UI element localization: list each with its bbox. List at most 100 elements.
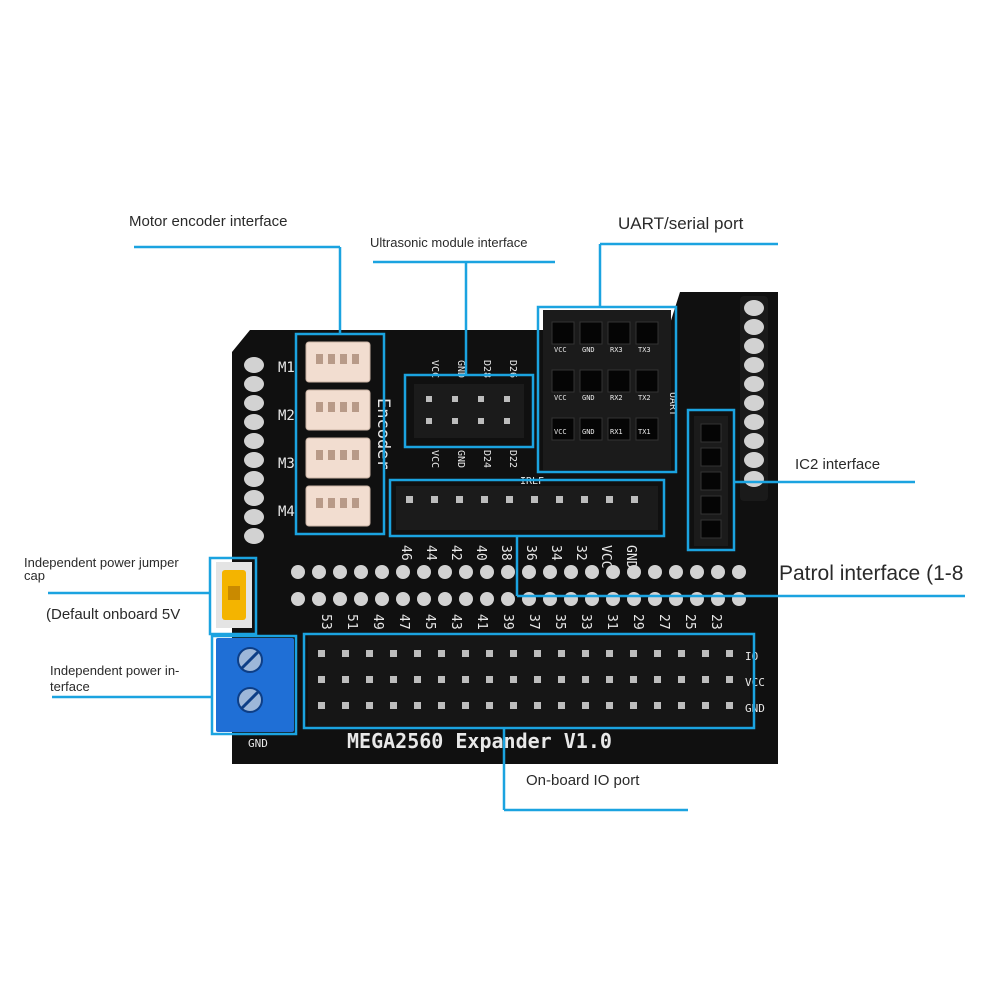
uart-callout: UART/serial port (618, 214, 744, 233)
right-edge-pins (744, 300, 764, 487)
io-pin (510, 650, 517, 657)
jumper-callout-box (208, 556, 258, 636)
encoder-connector (305, 437, 371, 479)
left-edge-pin (244, 395, 264, 411)
patrol-pin-label: 40 (473, 545, 488, 561)
i2c-socket (700, 519, 722, 539)
header-pin (669, 592, 683, 606)
uart-socket (579, 417, 603, 441)
io-pin (342, 650, 349, 657)
io-pin (486, 702, 493, 709)
uart-pin-label: RX2 (610, 394, 623, 402)
encoder-contact (328, 450, 335, 460)
io-pin (414, 702, 421, 709)
io-number-label: 23 (708, 614, 723, 630)
io-callout-box (302, 632, 756, 730)
uart-socket (635, 369, 659, 393)
header-pin (543, 592, 557, 606)
i2c-socket (700, 471, 722, 491)
encoder-contact (328, 402, 335, 412)
header-pin (606, 592, 620, 606)
io-pin (630, 676, 637, 683)
uart-pin-label: VCC (554, 346, 567, 354)
io-pin (318, 676, 325, 683)
ultrasonic-pin (478, 396, 484, 402)
encoder-contact (316, 498, 323, 508)
io-pin (510, 676, 517, 683)
motor-encoder-callout: Motor encoder interface (129, 213, 288, 230)
uart-pin-label: TX1 (638, 428, 651, 436)
header-pin (711, 592, 725, 606)
right-edge-pin (744, 433, 764, 449)
irlf-pin (556, 496, 563, 503)
right-edge-pin (744, 395, 764, 411)
left-edge-pin (244, 433, 264, 449)
ultrasonic-header (414, 384, 524, 438)
header-pin (501, 565, 515, 579)
header-pin (480, 565, 494, 579)
encoder-contact (340, 354, 347, 364)
ultrasonic-top-label: GND (455, 360, 466, 378)
header-pin (669, 565, 683, 579)
left-edge-pin (244, 490, 264, 506)
io-pin (702, 676, 709, 683)
io-pin (678, 676, 685, 683)
io-pin (702, 650, 709, 657)
encoder-contact (340, 450, 347, 460)
uart-pin-label: TX2 (638, 394, 651, 402)
irlf-pin (506, 496, 513, 503)
left-edge-pin (244, 471, 264, 487)
screw-slot-2 (240, 690, 260, 710)
left-edge-pin (244, 452, 264, 468)
right-edge-pin (744, 338, 764, 354)
io-pin (582, 702, 589, 709)
header-pin (585, 565, 599, 579)
ultrasonic-pin (452, 396, 458, 402)
io-number-label: 39 (500, 614, 515, 630)
header-pin (501, 592, 515, 606)
right-edge-pin (744, 357, 764, 373)
io-pin (582, 676, 589, 683)
io-pin (606, 702, 613, 709)
io-header-pins (318, 650, 733, 709)
uart-pin-label: RX3 (610, 346, 623, 354)
motor-label-m1: M1 (278, 360, 295, 376)
io-pin (654, 676, 661, 683)
left-edge-pin (244, 509, 264, 525)
callout-lines (48, 242, 965, 812)
uart-sockets (551, 321, 659, 441)
irlf-pin (531, 496, 538, 503)
io-pin (438, 702, 445, 709)
i2c-callout: IC2 interface (795, 456, 881, 473)
ultrasonic-bottom-label: GND (455, 450, 466, 468)
ultrasonic-pin (452, 418, 458, 424)
irlf-pin (606, 496, 613, 503)
patrol-callout-box (388, 478, 666, 538)
uart-pin-label: VCC (554, 428, 567, 436)
header-pin (648, 565, 662, 579)
motor-label-m4: M4 (278, 504, 295, 520)
io-number-label: 41 (474, 614, 489, 630)
i2c-callout-box (686, 408, 736, 552)
ultrasonic-top-label: VCC (429, 360, 440, 378)
io-pin (414, 676, 421, 683)
io-pin (366, 650, 373, 657)
io-pin (702, 702, 709, 709)
io-pin (654, 702, 661, 709)
irlf-pin (406, 496, 413, 503)
uart-socket (635, 417, 659, 441)
ultrasonic-bottom-label: D22 (507, 450, 518, 468)
io-pin (486, 676, 493, 683)
left-edge-pin (244, 376, 264, 392)
ultrasonic-pin (504, 418, 510, 424)
ultrasonic-callout-box (403, 373, 535, 449)
header-pin (417, 565, 431, 579)
header-pin (690, 565, 704, 579)
board-title: MEGA2560 Expander V1.0 (347, 729, 612, 753)
header-pin (585, 592, 599, 606)
